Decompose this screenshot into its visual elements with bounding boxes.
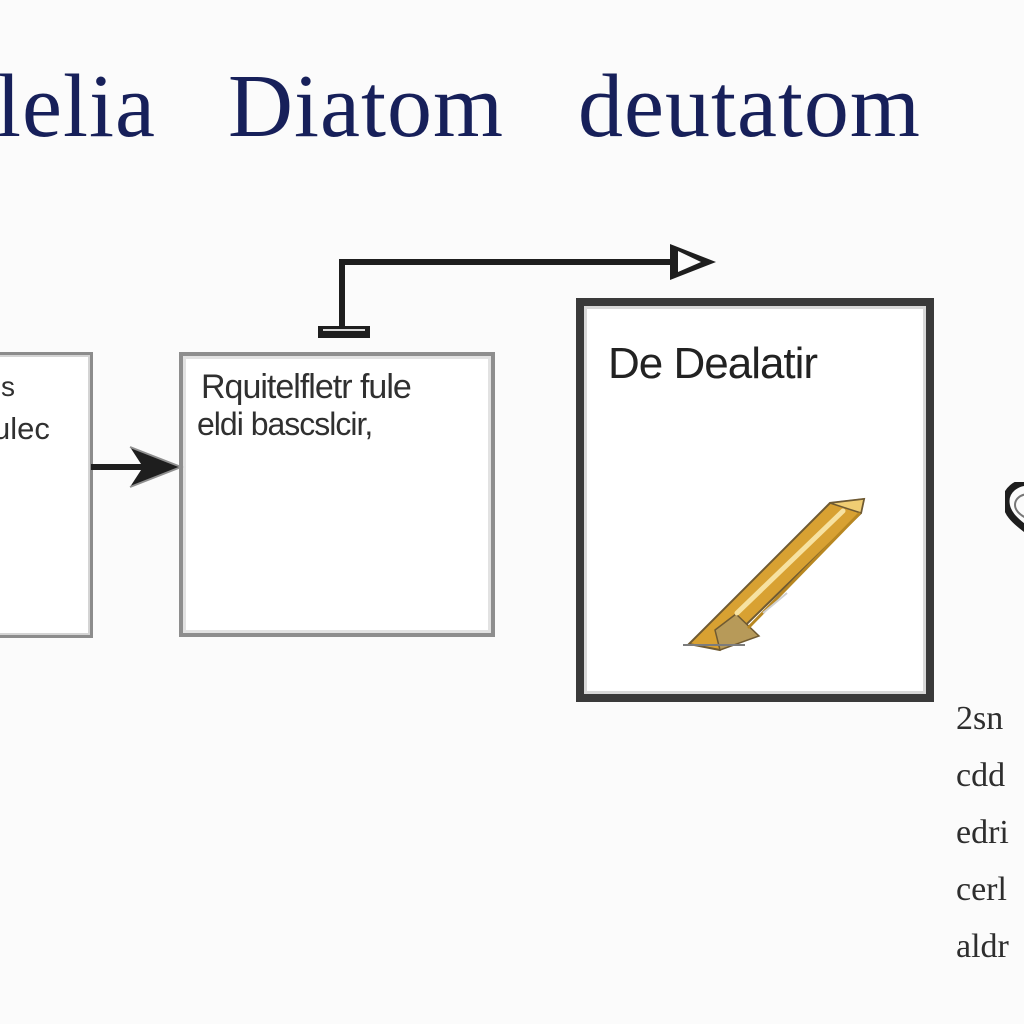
side-note-line-3: edri — [956, 814, 1009, 851]
right-box-title: De Dealatir — [608, 339, 818, 388]
title-part-3: deutatom — [578, 57, 921, 156]
partial-icon — [1005, 482, 1024, 532]
title-part-1: lelia — [0, 57, 156, 156]
right-box: De Dealatir — [576, 298, 934, 702]
middle-box-line-2: eldi bascslcir, — [197, 406, 373, 442]
side-note-line-1: 2sn — [956, 700, 1004, 737]
left-box-line-2: ulec — [0, 411, 50, 446]
side-note-line-4: cerl — [956, 871, 1007, 908]
side-note-line-5: aldr — [956, 928, 1009, 965]
left-box-line-1: s — [1, 371, 15, 402]
title-part-2: Diatom — [228, 57, 504, 156]
left-box: s ulec — [0, 352, 93, 638]
middle-box-line-1: Rquitelfletr fule — [201, 368, 412, 406]
side-note: 2sn cdd edri cerl aldr — [956, 690, 1024, 975]
page-title: lelia Diatom deutatom — [0, 52, 1024, 162]
middle-box: Rquitelfletr fule eldi bascslcir, — [179, 352, 495, 637]
side-note-line-2: cdd — [956, 757, 1006, 794]
